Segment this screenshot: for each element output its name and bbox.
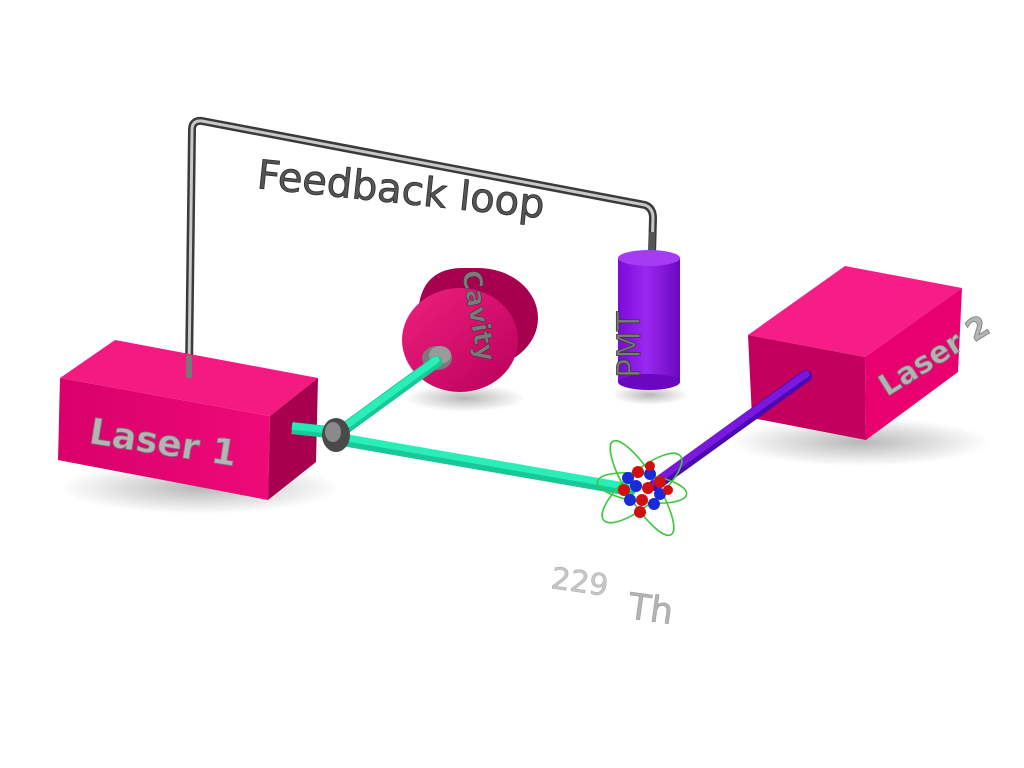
pmt-detector (618, 232, 680, 390)
laser1-box (58, 340, 318, 500)
isotope-mass-label: 229 (549, 561, 611, 604)
laser2-box (748, 266, 962, 440)
nucleus-core (618, 461, 673, 518)
feedback-wire (185, 116, 657, 374)
thorium-nucleus (596, 439, 688, 537)
feedback-loop-label: Feedback loop (255, 152, 547, 228)
laser1-beam (291, 356, 636, 496)
pmt-label: PMT (610, 311, 648, 378)
isotope-element-label: Th (625, 586, 676, 633)
beam-splitter (322, 418, 350, 452)
